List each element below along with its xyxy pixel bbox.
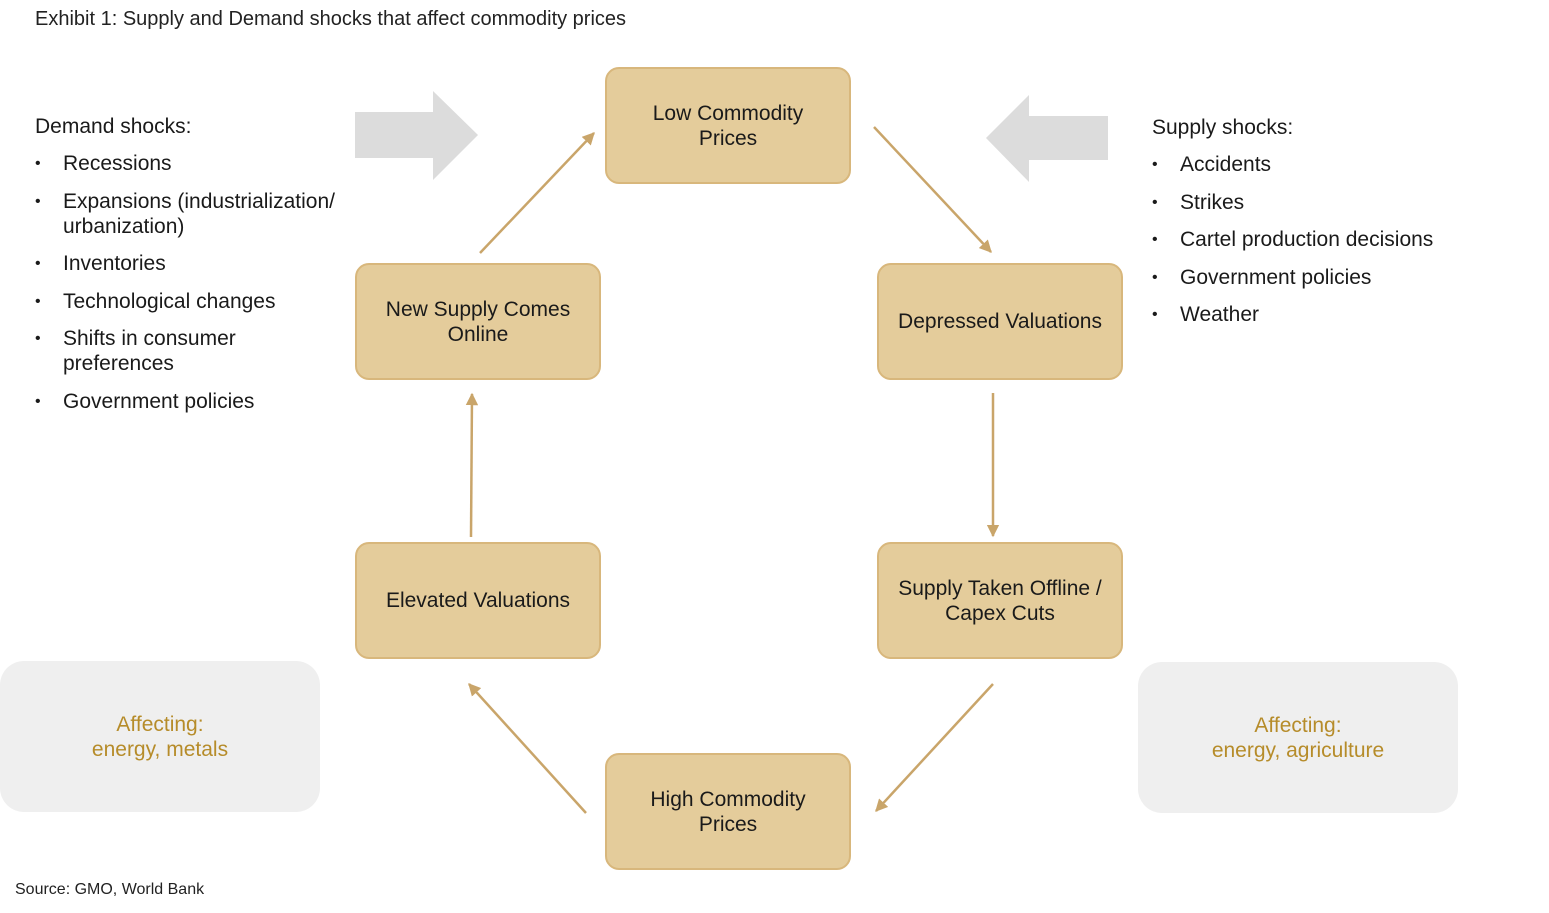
demand-shock-arrow [355, 91, 478, 180]
supply-shock-item: Strikes [1152, 190, 1512, 215]
supply-shocks-panel: Supply shocks: Accidents Strikes Cartel … [1152, 115, 1512, 340]
demand-shock-item: Expansions (industrialization/ urbanizat… [35, 189, 345, 239]
node-low-commodity-prices: Low Commodity Prices [605, 67, 851, 184]
supply-shock-item: Cartel production decisions [1152, 227, 1512, 252]
node-supply-taken-offline: Supply Taken Offline / Capex Cuts [877, 542, 1123, 659]
exhibit-title: Exhibit 1: Supply and Demand shocks that… [35, 8, 627, 30]
supply-shocks-heading: Supply shocks: [1152, 116, 1294, 139]
supply-affecting-value: energy, agriculture [1211, 738, 1385, 762]
demand-shock-item: Shifts in consumer preferences [35, 326, 345, 376]
demand-shock-item: Inventories [35, 251, 345, 276]
supply-shock-item: Accidents [1152, 152, 1512, 177]
supply-affecting-box: Affecting: energy, agriculture [1138, 662, 1458, 813]
arrow-low-to-depressed [873, 126, 992, 253]
supply-shocks-list: Accidents Strikes Cartel production deci… [1152, 152, 1512, 327]
supply-shock-arrow [986, 95, 1108, 182]
demand-shocks-panel: Demand shocks: Recessions Expansions (in… [35, 114, 345, 426]
supply-shock-item: Government policies [1152, 265, 1512, 290]
node-depressed-valuations: Depressed Valuations [877, 263, 1123, 380]
demand-affecting-value: energy, metals [91, 737, 229, 761]
supply-shock-item: Weather [1152, 302, 1512, 327]
node-elevated-valuations: Elevated Valuations [355, 542, 601, 659]
demand-affecting-box: Affecting: energy, metals [0, 661, 320, 812]
arrow-high-to-elevated [468, 683, 587, 814]
node-high-commodity-prices: High Commodity Prices [605, 753, 851, 870]
arrow-newsupply-to-low [479, 132, 595, 254]
supply-affecting-label: Affecting: [1254, 713, 1342, 737]
demand-affecting-label: Affecting: [116, 712, 204, 736]
source-note: Source: GMO, World Bank [15, 881, 205, 898]
node-new-supply-online: New Supply Comes Online [355, 263, 601, 380]
demand-shock-item: Technological changes [35, 289, 345, 314]
demand-shock-item: Recessions [35, 151, 345, 176]
demand-shocks-heading: Demand shocks: [35, 115, 192, 138]
arrow-elevated-to-newsupply [465, 392, 479, 538]
arrow-offline-to-high [875, 683, 994, 812]
demand-shock-item: Government policies [35, 389, 345, 414]
demand-shocks-list: Recessions Expansions (industrialization… [35, 151, 345, 414]
